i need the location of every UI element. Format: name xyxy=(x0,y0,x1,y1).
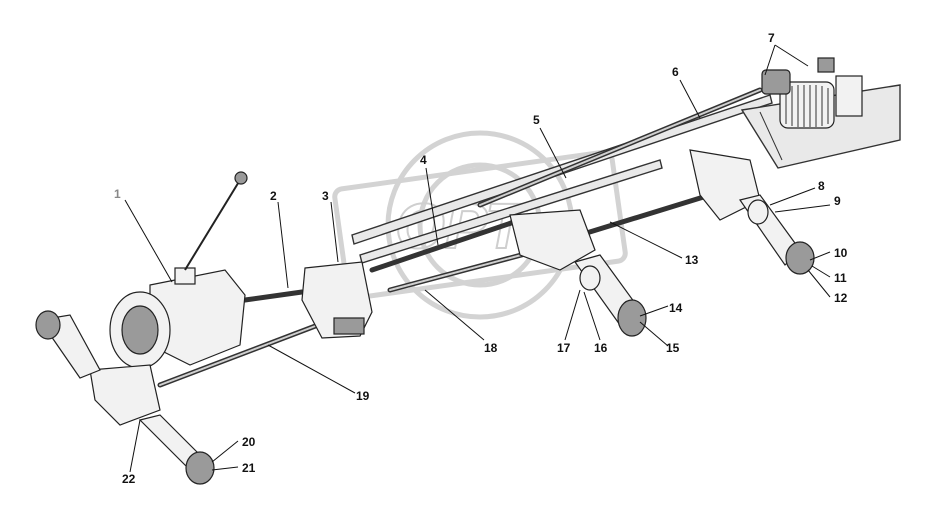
callout-5: 5 xyxy=(533,113,540,127)
gearbox xyxy=(109,171,248,369)
leader-lines xyxy=(124,44,831,473)
winch xyxy=(761,57,863,129)
callout-labels: 1 2 3 4 5 6 7 8 9 10 11 12 13 14 15 16 1… xyxy=(114,31,848,486)
callout-22: 22 xyxy=(122,472,136,486)
callout-4: 4 xyxy=(420,153,427,167)
callout-10: 10 xyxy=(834,246,848,260)
callout-3: 3 xyxy=(322,189,329,203)
callout-15: 15 xyxy=(666,341,680,355)
driveshafts xyxy=(157,87,763,388)
callout-18: 18 xyxy=(484,341,498,355)
callout-7: 7 xyxy=(768,31,775,45)
callout-16: 16 xyxy=(594,341,608,355)
transfer-case xyxy=(301,261,373,339)
callout-9: 9 xyxy=(834,194,841,208)
callout-6: 6 xyxy=(672,65,679,79)
callout-2: 2 xyxy=(270,189,277,203)
callout-11: 11 xyxy=(834,271,847,285)
callout-21: 21 xyxy=(242,461,256,475)
callout-12: 12 xyxy=(834,291,848,305)
callout-13: 13 xyxy=(685,253,699,267)
callout-1: 1 xyxy=(114,187,121,201)
callout-20: 20 xyxy=(242,435,256,449)
middle-axle xyxy=(509,209,647,337)
callout-8: 8 xyxy=(818,179,825,193)
callout-14: 14 xyxy=(669,301,683,315)
rear-axle xyxy=(689,149,815,275)
front-axle xyxy=(35,310,215,485)
callout-19: 19 xyxy=(356,389,370,403)
callout-17: 17 xyxy=(557,341,571,355)
